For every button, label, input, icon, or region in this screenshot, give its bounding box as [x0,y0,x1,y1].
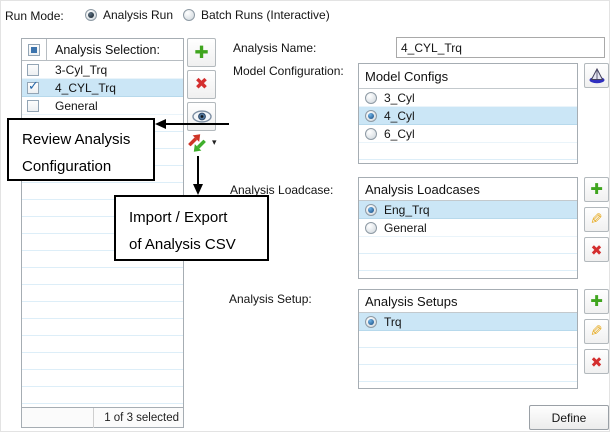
analysis-loadcases-list: Analysis Loadcases Eng_Trq General [358,177,578,279]
analysis-setup-label: Analysis Setup: [229,292,312,306]
run-mode-label: Run Mode: [5,9,64,23]
analysis-row-general[interactable]: General [22,97,183,115]
analysis-row-label: 4_CYL_Trq [55,80,116,95]
analysis-row-label: 3-Cyl_Trq [55,62,108,77]
define-button[interactable]: Define [529,405,609,430]
radio-selected-icon [85,9,97,21]
callout-text: Import / Export [129,209,228,226]
eye-icon [191,110,212,123]
radio-unselected-icon [183,9,195,21]
radio-selected-icon [365,203,377,216]
import-export-csv-button[interactable] [186,132,208,154]
empty-rows-area [359,143,577,163]
callout-arrow-line [164,123,229,125]
radio-unselected-icon [365,127,377,140]
plus-icon: ✚ [590,293,603,310]
review-analysis-button[interactable] [187,102,216,131]
run-mode-option-label: Analysis Run [103,8,174,22]
pencil-icon: ✎ [590,323,603,340]
option-label: 6_Cyl [384,126,415,141]
callout-arrowhead-down [193,184,203,195]
analysis-setups-list: Analysis Setups Trq [358,289,578,389]
analysis-row-label: General [55,98,98,113]
callout-text: of Analysis CSV [129,236,236,253]
model-config-option-6-cyl[interactable]: 6_Cyl [359,125,577,143]
delete-loadcase-button[interactable]: ✖ [584,237,609,262]
pencil-icon: ✎ [590,211,603,228]
checkbox-icon[interactable] [27,99,39,112]
radio-selected-icon [365,109,377,122]
plus-icon: ✚ [194,43,209,62]
delete-icon: ✖ [590,241,603,258]
loadcase-option-eng-trq[interactable]: Eng_Trq [359,201,577,219]
model-pyramid-icon [589,67,604,83]
edit-loadcase-button[interactable]: ✎ [584,207,609,232]
add-analysis-button[interactable]: ✚ [187,38,216,67]
setup-option-trq[interactable]: Trq [359,313,577,331]
option-label: Eng_Trq [384,202,430,217]
view-model-button[interactable] [584,63,609,88]
analysis-name-input[interactable] [396,37,605,58]
import-export-callout: Import / Export of Analysis CSV [114,195,269,261]
radio-unselected-icon [365,221,377,234]
model-configuration-label: Model Configuration: [233,64,344,78]
add-loadcase-button[interactable]: ✚ [584,177,609,202]
model-configs-list-title: Model Configs [359,64,577,89]
checkbox-checked-icon[interactable]: ✓ [27,77,39,94]
analysis-name-label: Analysis Name: [233,41,317,55]
option-label: 3_Cyl [384,90,415,105]
import-export-dropdown-caret[interactable]: ▾ [212,137,217,147]
model-configs-list: Model Configs 3_Cyl 4_Cyl 6_Cyl [358,63,578,164]
checkbox-partial-fill [31,46,37,53]
import-export-icon [188,134,206,152]
option-label: Trq [384,314,402,329]
add-setup-button[interactable]: ✚ [584,289,609,314]
edit-setup-button[interactable]: ✎ [584,319,609,344]
callout-arrow-line [197,156,199,186]
option-label: 4_Cyl [384,108,415,123]
analysis-selection-title: Analysis Selection: [55,42,160,57]
loadcase-option-general[interactable]: General [359,219,577,237]
review-analysis-callout: Review Analysis Configuration [7,118,155,181]
checkbox-icon[interactable] [27,63,39,76]
selection-count: 1 of 3 selected [93,407,183,428]
empty-rows-area [359,331,577,388]
callout-text: Review Analysis [22,131,131,148]
check-icon: ✓ [28,77,39,93]
radio-selected-icon [365,315,377,328]
analysis-row-3-cyl-trq[interactable]: 3-Cyl_Trq [22,61,183,79]
selection-status-bar: 1 of 3 selected [22,407,183,428]
delete-analysis-button[interactable]: ✖ [187,70,216,99]
analysis-row-4-cyl-trq[interactable]: ✓ 4_CYL_Trq [22,79,183,97]
analysis-selection-header-row: Analysis Selection: [22,39,183,61]
select-all-checkbox[interactable] [28,43,40,56]
run-mode-option-analysis-run[interactable]: Analysis Run [85,8,173,22]
delete-icon: ✖ [590,353,603,370]
model-config-option-3-cyl[interactable]: 3_Cyl [359,89,577,107]
callout-text: Configuration [22,158,112,175]
analysis-loadcase-label: Analysis Loadcase: [230,183,334,197]
model-config-option-4-cyl[interactable]: 4_Cyl [359,107,577,125]
analysis-loadcases-list-title: Analysis Loadcases [359,178,577,201]
radio-unselected-icon [365,91,377,104]
delete-icon: ✖ [194,75,209,93]
plus-icon: ✚ [590,181,603,198]
option-label: General [384,220,427,235]
run-mode-option-label: Batch Runs (Interactive) [201,8,330,22]
analysis-setups-list-title: Analysis Setups [359,290,577,313]
select-all-cell [22,39,47,60]
empty-rows-area [359,237,577,278]
delete-setup-button[interactable]: ✖ [584,349,609,374]
callout-arrowhead-left [155,119,166,129]
run-mode-option-batch-runs[interactable]: Batch Runs (Interactive) [183,8,330,22]
